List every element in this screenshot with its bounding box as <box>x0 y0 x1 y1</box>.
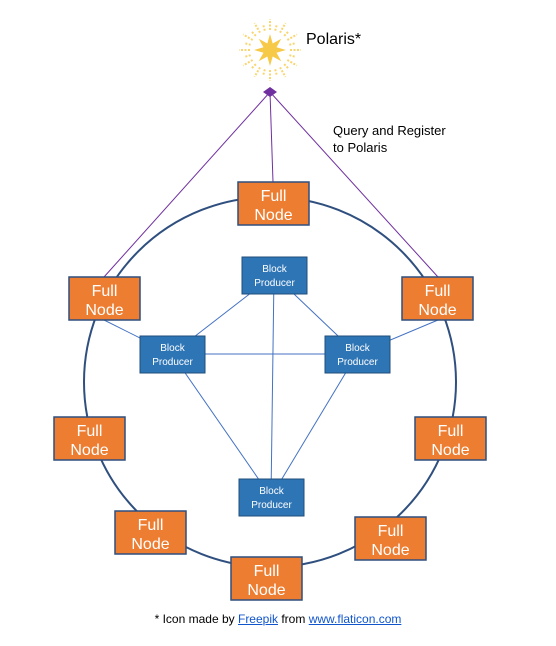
sun-ray <box>286 59 298 67</box>
sun-ray <box>243 54 251 58</box>
sun-ray <box>289 54 297 58</box>
polaris-connection-lines <box>103 91 439 278</box>
annotation-line-1: Query and Register <box>333 123 446 138</box>
full-node-box <box>237 181 310 226</box>
full-node-label-line-2: Node <box>131 536 169 553</box>
star-shape <box>254 34 286 66</box>
full-node-label-line-1: Full <box>438 423 464 440</box>
sun-ray <box>250 63 257 70</box>
full-node-label-line-1: Full <box>138 517 164 534</box>
sun-ray <box>279 66 287 78</box>
full-node-label-line-1: Full <box>92 283 118 300</box>
block-producer-box <box>324 335 391 374</box>
block-producer-link-line <box>270 353 358 498</box>
annotation-line-2: to Polaris <box>333 140 388 155</box>
sun-ray <box>283 63 290 70</box>
full-node-box <box>354 516 427 561</box>
full-node-label-line-2: Node <box>247 582 285 599</box>
polaris-anchor-marker <box>263 87 277 97</box>
full-node-label-line-2: Node <box>418 302 456 319</box>
block-producer-label-line-2: Producer <box>254 278 295 289</box>
attribution-footer: * Icon made by Freepik from www.flaticon… <box>0 612 556 626</box>
block-producer-link-line <box>270 274 275 498</box>
sun-ray <box>286 33 298 41</box>
footer-prefix: * Icon made by <box>154 612 235 626</box>
block-producer-label-line-2: Producer <box>251 500 292 511</box>
sun-ray <box>289 42 297 46</box>
full-node-box <box>401 276 474 321</box>
full-node-label-line-1: Full <box>254 563 280 580</box>
full-node-label-line-2: Node <box>431 442 469 459</box>
author-link[interactable]: Freepik <box>237 612 278 626</box>
full-nodes: FullNodeFullNodeFullNodeFullNodeFullNode… <box>53 181 487 601</box>
block-producer-links <box>103 274 439 498</box>
polaris-label: Polaris* <box>306 31 361 48</box>
block-producer-link-line <box>171 353 272 498</box>
polaris-link-line <box>103 91 271 278</box>
sun-ray <box>253 22 261 34</box>
full-node-box <box>114 510 187 555</box>
block-producer-box <box>139 335 206 374</box>
block-producer-box <box>238 478 305 517</box>
full-node-label-line-2: Node <box>85 302 123 319</box>
block-producer-label-line-1: Block <box>262 264 287 275</box>
full-node-label-line-1: Full <box>378 523 404 540</box>
sun-ray <box>274 23 278 31</box>
full-node-box <box>414 416 487 461</box>
sun-ray <box>262 23 266 31</box>
full-node-box <box>230 556 303 601</box>
polaris-link-line <box>269 91 439 278</box>
full-node-label-line-2: Node <box>70 442 108 459</box>
sun-ray <box>253 66 261 78</box>
footer-middle: from <box>281 612 306 626</box>
sun-ray <box>243 42 251 46</box>
full-node-label-line-2: Node <box>371 542 409 559</box>
full-node-label-line-1: Full <box>425 283 451 300</box>
full-node-label-line-1: Full <box>77 423 103 440</box>
sun-ray <box>274 69 278 77</box>
block-producer-label-line-2: Producer <box>152 357 193 368</box>
block-producers: BlockProducerBlockProducerBlockProducerB… <box>139 256 391 517</box>
sun-ray <box>283 30 290 37</box>
block-producer-label-line-1: Block <box>259 486 284 497</box>
block-producer-label-line-1: Block <box>345 343 370 354</box>
full-node-label-line-1: Full <box>261 188 287 205</box>
sun-ray <box>242 59 254 67</box>
polaris-link-line <box>269 91 274 183</box>
block-producer-box <box>241 256 308 295</box>
full-node-box <box>68 276 141 321</box>
query-register-annotation: Query and Register to Polaris <box>333 122 446 156</box>
full-node-box <box>53 416 126 461</box>
block-producer-label-line-2: Producer <box>337 357 378 368</box>
block-producer-label-line-1: Block <box>160 343 185 354</box>
sun-ray <box>242 33 254 41</box>
sun-ray <box>262 69 266 77</box>
full-node-label-line-2: Node <box>254 207 292 224</box>
sun-ray <box>279 22 287 34</box>
sun-ray <box>250 30 257 37</box>
sun-icon <box>239 19 301 81</box>
site-link[interactable]: www.flaticon.com <box>308 612 402 626</box>
